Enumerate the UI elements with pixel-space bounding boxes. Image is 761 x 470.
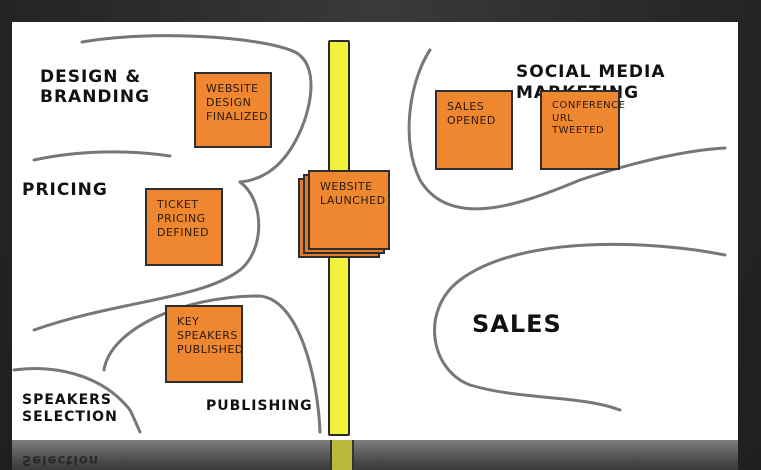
design-zone-curve	[80, 34, 313, 184]
sticky-key-speakers-published[interactable]: Key Speakers Published	[165, 305, 243, 383]
zone-label-pricing: Pricing	[22, 180, 108, 200]
zone-label-publishing: Publishing	[206, 398, 313, 414]
sticky-conference-url-tweeted[interactable]: Conference URL Tweeted	[540, 90, 625, 170]
pricing-zone-curve	[32, 180, 261, 332]
board-reflection: Selection	[12, 440, 738, 470]
pricing-top-curve	[32, 150, 172, 162]
reflection-pole	[330, 440, 354, 470]
social-media-zone-curve	[407, 48, 727, 211]
sticky-website-design-finalized[interactable]: Website Design Finalized	[194, 72, 272, 148]
sticky-website-launched[interactable]: Website Launched	[308, 170, 390, 250]
sticky-sales-opened[interactable]: Sales Opened	[435, 90, 513, 170]
zone-label-design-branding: Design & Branding	[40, 67, 151, 107]
reflection-text: Selection	[22, 452, 100, 467]
sticky-ticket-pricing-defined[interactable]: Ticket Pricing Defined	[145, 188, 223, 266]
publishing-zone-curve	[102, 294, 322, 434]
zone-label-speakers-selection: Speakers Selection	[22, 392, 118, 425]
zone-label-sales: Sales	[472, 310, 562, 338]
sales-zone-curve	[433, 242, 727, 412]
speakers-zone-curve	[12, 367, 142, 434]
